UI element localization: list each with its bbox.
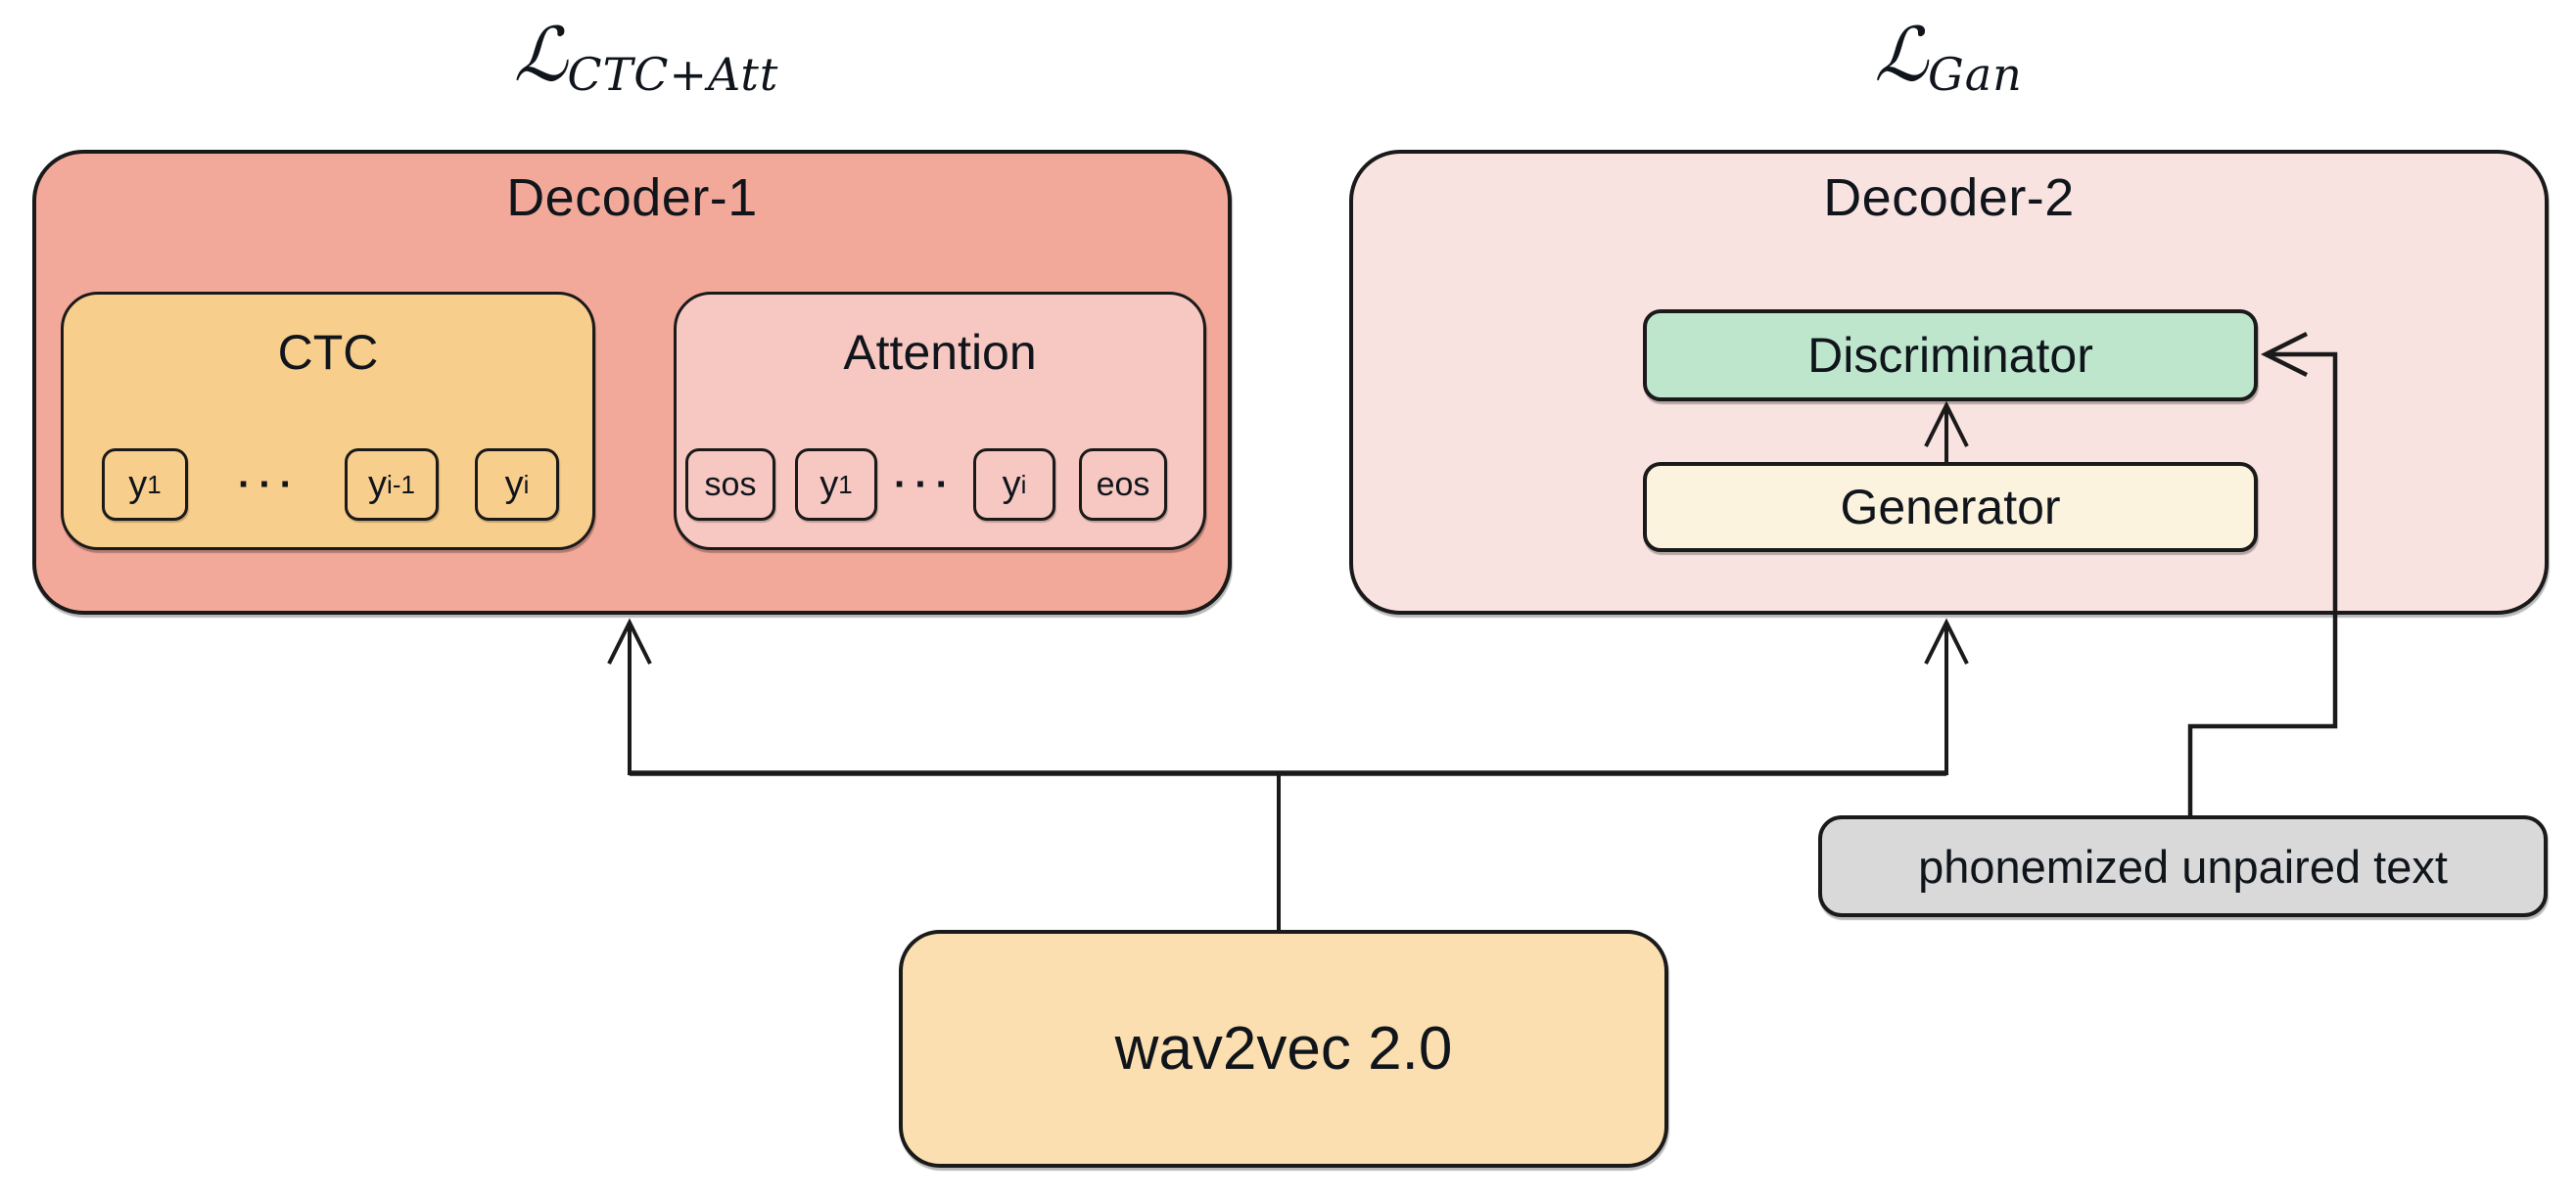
generator-label: Generator [1840,480,2061,534]
arrowhead-decoder1 [607,618,652,665]
token-base: y [504,463,524,505]
script-l-symbol: ℒ [1874,11,1928,98]
token-base: y [128,463,148,505]
token-base: sos [704,465,757,503]
token-base: y [368,463,388,505]
attention-token-sos: sos [685,448,775,521]
discriminator-box: Discriminator [1643,309,2258,401]
loss-subscript-ctc-att: CTC+Att [567,48,779,101]
loss-subscript-gan: Gan [1927,48,2023,101]
script-l-symbol: ℒ [513,11,568,98]
token-base: y [1002,463,1021,505]
token-base: eos [1096,465,1150,503]
decoder2-title: Decoder-2 [1823,168,2075,227]
arrowhead-decoder2 [1924,618,1969,665]
ctc-ellipsis: ··· [238,462,301,506]
unpaired-text-box: phonemized unpaired text [1818,815,2548,917]
unpaired-text-label: phonemized unpaired text [1918,840,2448,893]
attention-title: Attention [843,325,1037,380]
token-base: y [820,463,839,505]
loss-label-ctc-att: ℒCTC+Att [470,18,822,98]
loss-label-gan: ℒGan [1792,18,2105,98]
attention-ellipsis: ··· [894,462,957,506]
generator-box: Generator [1643,462,2258,552]
wav2vec-label: wav2vec 2.0 [1114,1015,1453,1083]
wav2vec-box: wav2vec 2.0 [899,930,1668,1168]
attention-token-eos: eos [1079,448,1167,521]
discriminator-label: Discriminator [1807,328,2093,383]
decoder1-title: Decoder-1 [506,168,758,227]
ctc-title: CTC [277,325,379,380]
